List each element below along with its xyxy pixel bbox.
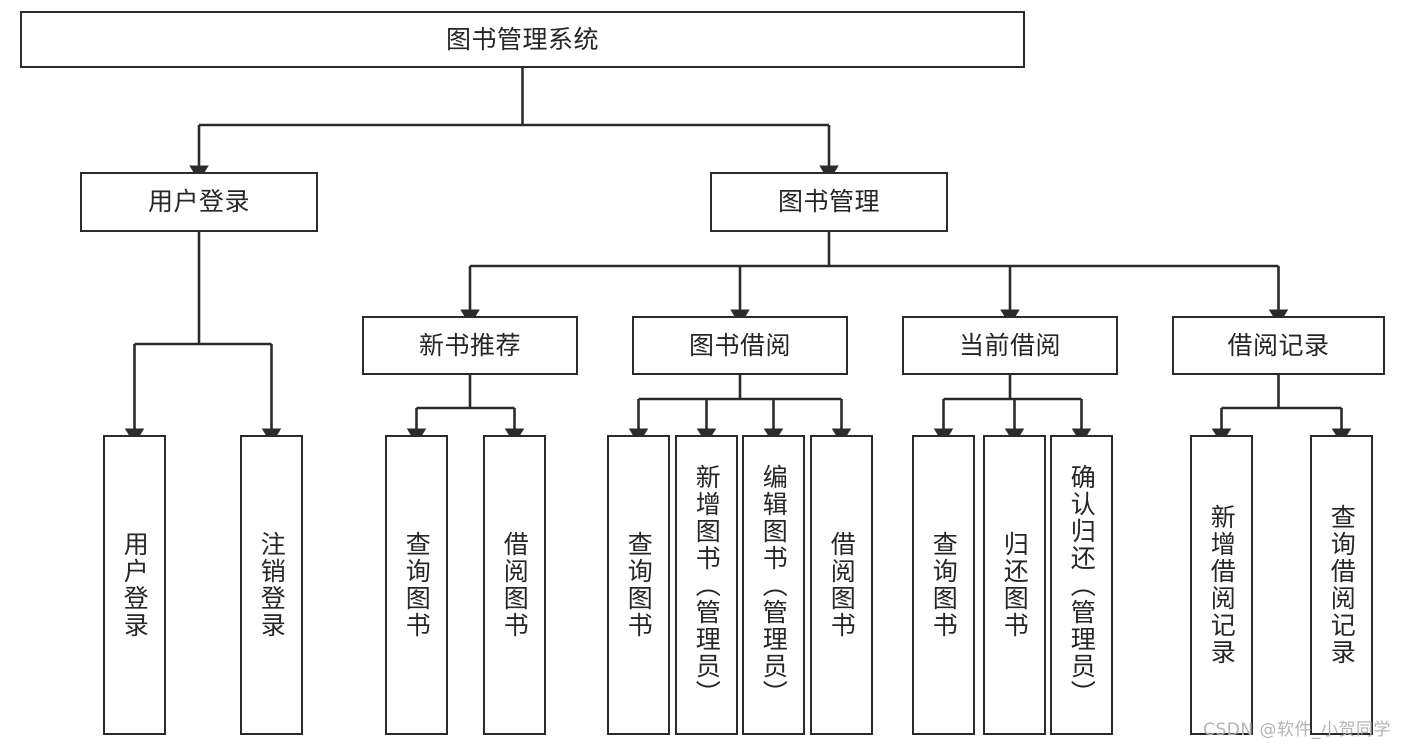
node-label: 查询图书 <box>402 531 432 639</box>
node-leaf-borrow-3[interactable]: 编辑图书（管理员） <box>742 435 805 735</box>
node-leaf-cur-2[interactable]: 归还图书 <box>983 435 1046 735</box>
node-leaf-login-2[interactable]: 注销登录 <box>240 435 303 735</box>
node-borrow[interactable]: 图书借阅 <box>632 316 848 375</box>
node-label: 编辑图书（管理员） <box>759 463 789 707</box>
node-label: 用户登录 <box>147 187 250 216</box>
node-leaf-new-2[interactable]: 借阅图书 <box>483 435 546 735</box>
node-newbook[interactable]: 新书推荐 <box>362 316 578 375</box>
node-label: 注销登录 <box>257 531 287 639</box>
csdn-watermark: CSDN @软件_小贺同学 <box>1203 720 1391 740</box>
node-leaf-cur-3[interactable]: 确认归还（管理员） <box>1050 435 1113 735</box>
node-label: 借阅图书 <box>827 531 857 639</box>
node-label: 图书借阅 <box>688 330 791 360</box>
node-label: 当前借阅 <box>958 330 1061 360</box>
node-label: 归还图书 <box>1000 531 1030 639</box>
node-label: 借阅图书 <box>500 531 530 639</box>
node-leaf-rec-2[interactable]: 查询借阅记录 <box>1310 435 1373 735</box>
node-label: 图书管理 <box>777 187 880 216</box>
node-label: 图书管理系统 <box>445 24 599 54</box>
node-leaf-login-1[interactable]: 用户登录 <box>103 435 166 735</box>
node-current[interactable]: 当前借阅 <box>902 316 1118 375</box>
node-label: 新书推荐 <box>418 330 521 360</box>
node-leaf-cur-1[interactable]: 查询图书 <box>912 435 975 735</box>
node-login[interactable]: 用户登录 <box>80 172 318 232</box>
node-leaf-borrow-4[interactable]: 借阅图书 <box>810 435 873 735</box>
node-leaf-rec-1[interactable]: 新增借阅记录 <box>1190 435 1253 735</box>
node-label: 新增借阅记录 <box>1207 504 1237 666</box>
node-label: 查询图书 <box>929 531 959 639</box>
node-bookmgmt[interactable]: 图书管理 <box>710 172 948 232</box>
node-label: 借阅记录 <box>1227 330 1330 360</box>
node-records[interactable]: 借阅记录 <box>1172 316 1385 375</box>
node-root[interactable]: 图书管理系统 <box>20 11 1025 68</box>
node-label: 确认归还（管理员） <box>1067 463 1097 707</box>
node-label: 用户登录 <box>120 531 150 639</box>
node-leaf-borrow-1[interactable]: 查询图书 <box>607 435 670 735</box>
node-leaf-borrow-2[interactable]: 新增图书（管理员） <box>675 435 738 735</box>
node-label: 查询图书 <box>624 531 654 639</box>
node-leaf-new-1[interactable]: 查询图书 <box>385 435 448 735</box>
node-label: 新增图书（管理员） <box>692 463 722 707</box>
node-label: 查询借阅记录 <box>1327 504 1357 666</box>
